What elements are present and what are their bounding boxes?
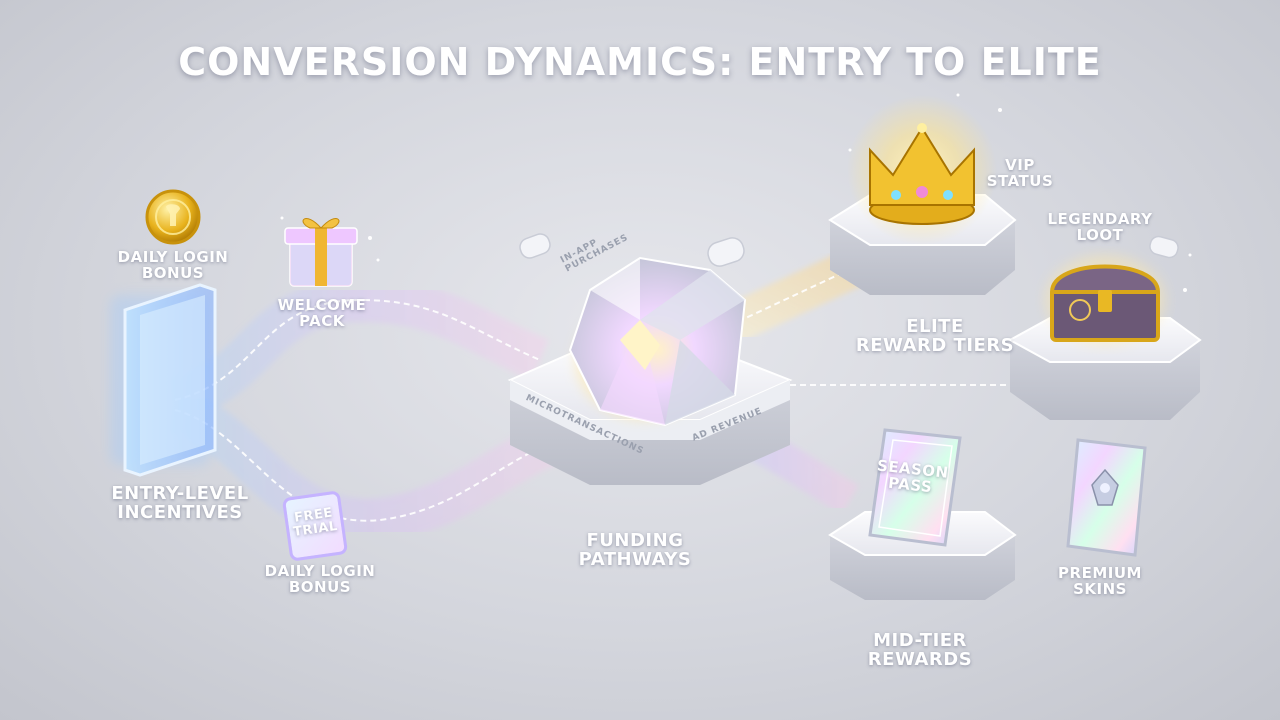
gamepad-icon — [519, 233, 1179, 267]
emblem-icon — [1091, 468, 1119, 506]
season-pass-card — [868, 428, 962, 547]
crown-icon — [847, 95, 997, 245]
portal-door-icon — [110, 283, 217, 477]
gift-box-icon — [284, 218, 358, 287]
coin-icon — [145, 189, 201, 245]
treasure-chest-icon — [1045, 255, 1165, 345]
page-title: CONVERSION DYNAMICS: ENTRY TO ELITE — [178, 40, 1102, 84]
sparkles — [280, 93, 1192, 292]
crystal-core-icon — [568, 256, 747, 427]
premium-skin-card — [1066, 438, 1147, 557]
